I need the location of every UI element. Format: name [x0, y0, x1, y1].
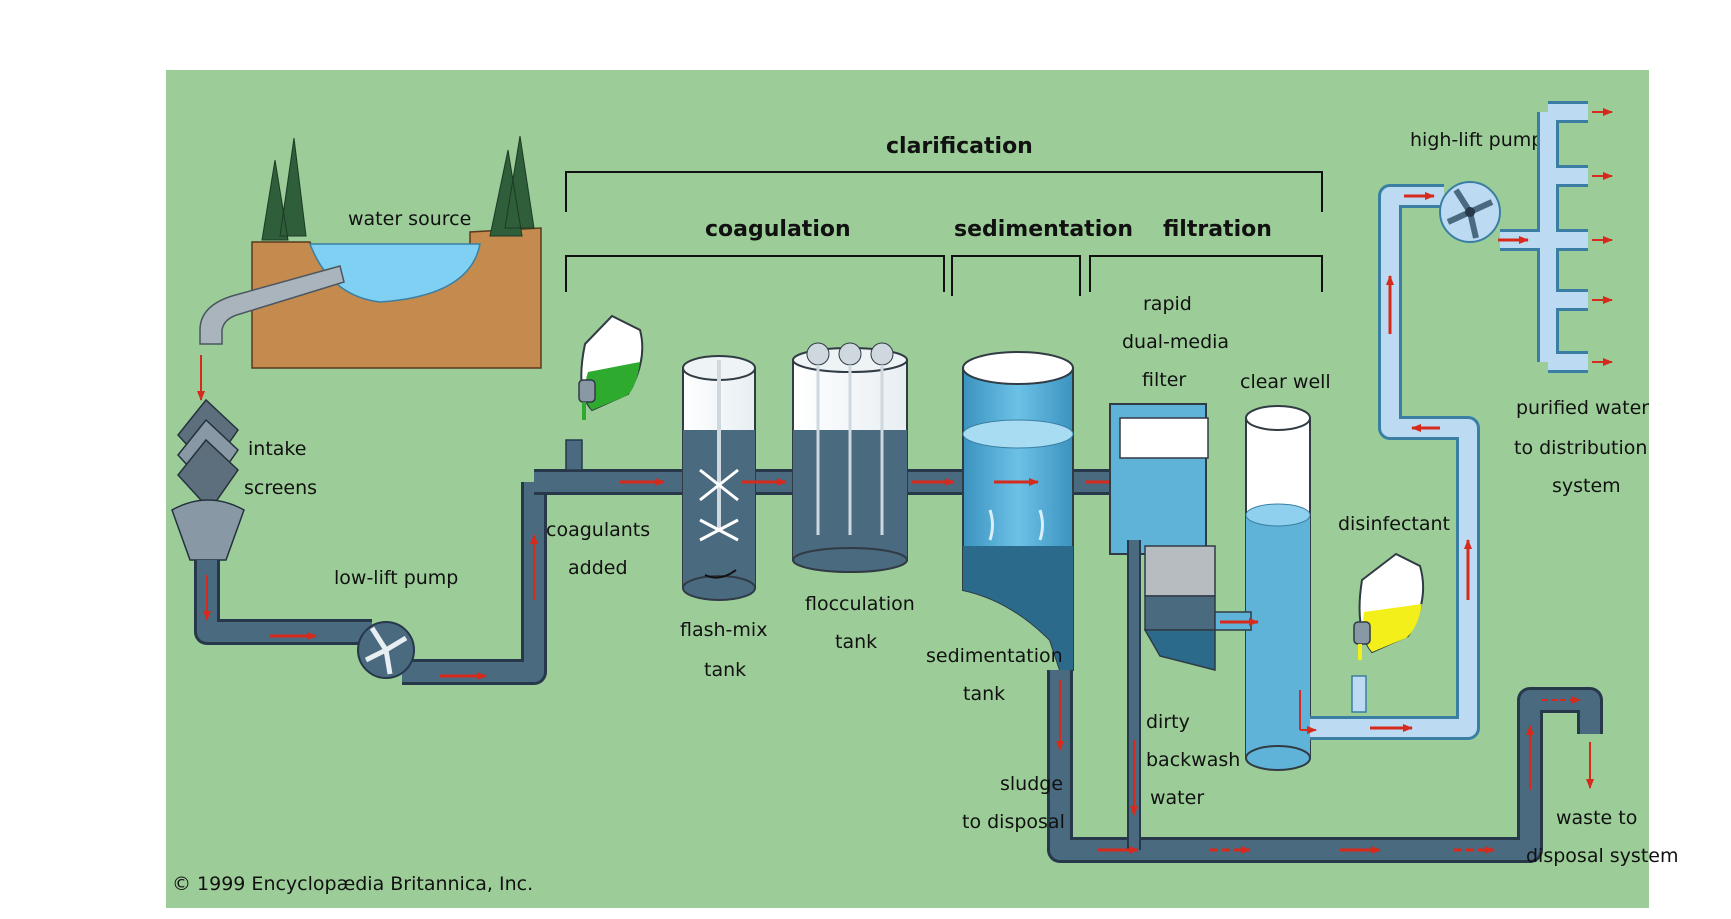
water-source-label: water source: [348, 208, 471, 230]
dirty-backwash-label-2: backwash: [1146, 749, 1240, 771]
flash-mix-tank: [682, 355, 756, 601]
purified-water-label-1: purified water: [1516, 397, 1649, 419]
disinfectant-label: disinfectant: [1338, 513, 1450, 535]
rapid-filter-label-2: dual-media: [1122, 331, 1229, 353]
coagulant-bottle: [578, 314, 644, 420]
waste-label-2: disposal system: [1526, 845, 1678, 867]
disinfectant-bottle: [1353, 552, 1425, 660]
purified-water-label-3: system: [1552, 475, 1621, 497]
coagulants-added-label-1: coagulants: [546, 519, 650, 541]
coagulation-header: coagulation: [705, 217, 851, 242]
sedimentation-tank: [962, 351, 1074, 671]
water-source: [197, 135, 542, 401]
rapid-filter-label-3: filter: [1142, 369, 1186, 391]
sludge-label-2: to disposal: [962, 811, 1065, 833]
high-lift-pump-label: high-lift pump: [1410, 129, 1543, 151]
rapid-filter-label-1: rapid: [1143, 293, 1192, 315]
low-lift-pump-label: low-lift pump: [334, 567, 458, 589]
dirty-backwash-label-1: dirty: [1146, 711, 1190, 733]
dirty-backwash-label-3: water: [1150, 787, 1204, 809]
coagulants-added-label-2: added: [568, 557, 628, 579]
flocculation-tank-label-2: tank: [835, 631, 877, 653]
flash-mix-tank-label-2: tank: [704, 659, 746, 681]
sedimentation-tank-label-1: sedimentation: [926, 645, 1063, 667]
clarification-header: clarification: [886, 134, 1033, 159]
low-lift-pump: [357, 621, 415, 679]
flash-mix-tank-label-1: flash-mix: [680, 619, 767, 641]
clear-well: [1245, 405, 1311, 771]
rapid-dual-media-filter: [1109, 403, 1216, 671]
sludge-label-1: sludge: [1000, 773, 1063, 795]
flocculation-tank: [792, 342, 908, 573]
sedimentation-header: sedimentation: [954, 217, 1133, 242]
filtration-header: filtration: [1163, 217, 1272, 242]
high-lift-pump: [1439, 181, 1501, 243]
intake-screens: [171, 398, 245, 561]
waste-label-1: waste to: [1556, 807, 1637, 829]
intake-screens-label-2: screens: [244, 477, 317, 499]
clear-well-label: clear well: [1240, 371, 1331, 393]
flocculation-tank-label-1: flocculation: [805, 593, 915, 615]
brackets: [565, 171, 1323, 296]
intake-screens-label-1: intake: [248, 438, 306, 460]
purified-water-label-2: to distribution: [1514, 437, 1647, 459]
copyright-text: © 1999 Encyclopædia Britannica, Inc.: [172, 873, 533, 895]
sedimentation-tank-label-2: tank: [963, 683, 1005, 705]
